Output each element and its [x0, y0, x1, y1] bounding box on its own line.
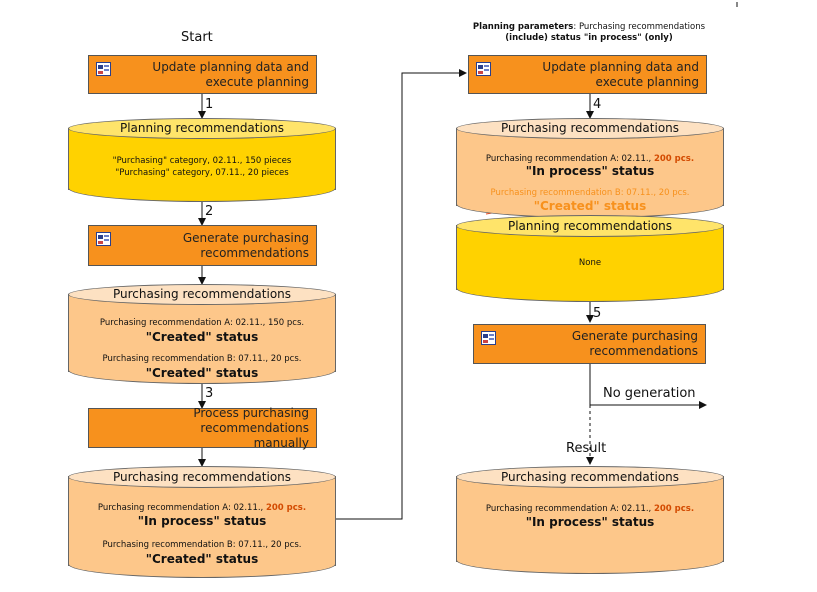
planning-recommendations-title: Planning recommendations: [456, 215, 724, 237]
status-in-process: "In process" status: [137, 514, 267, 528]
struck-rec-b: Purchasing recommendation B: 07.11., 20 …: [490, 188, 690, 198]
update-planning-box: Update planning data and execute plannin…: [88, 55, 317, 94]
step-1-label: 1: [205, 97, 214, 112]
result-label: Result: [566, 441, 607, 456]
step-4-label: 4: [593, 97, 602, 112]
status-created-a: "Created" status: [145, 330, 259, 344]
step-5-label: 5: [593, 306, 602, 321]
planning-parameters-note: Planning parameters: Purchasing recommen…: [472, 22, 706, 43]
generate-purchasing-text: Generate purchasing recommendations: [571, 329, 698, 358]
generate-purchasing-box: Generate purchasing recommendations: [88, 225, 317, 266]
purchasing-rec-a: Purchasing recommendation A: 02.11., 200…: [97, 503, 307, 513]
purchasing-recommendations-cylinder-1: Purchasing recommendations Purchasing re…: [68, 284, 336, 384]
purchasing-rec-b: Purchasing recommendation B: 07.11., 20 …: [102, 354, 302, 364]
purchasing-recommendations-cylinder-3: Purchasing recommendations Purchasing re…: [456, 118, 724, 218]
update-planning-text: Update planning data and execute plannin…: [542, 59, 699, 89]
process-icon: [476, 62, 491, 76]
purchasing-rec-a: Purchasing recommendation A: 02.11., 200…: [485, 504, 695, 514]
planning-recommendations-cylinder: Planning recommendations "Purchasing" ca…: [68, 118, 336, 202]
status-in-process: "In process" status: [525, 515, 655, 529]
planning-none: None: [578, 258, 602, 268]
update-planning-text: Update planning data and execute plannin…: [152, 59, 309, 89]
update-planning-box-2: Update planning data and execute plannin…: [468, 55, 707, 94]
status-created-b: "Created" status: [145, 366, 259, 380]
purchasing-recommendations-title: Purchasing recommendations: [456, 466, 724, 488]
purchasing-recommendations-title: Purchasing recommendations: [68, 466, 336, 488]
purchasing-recommendations-title: Purchasing recommendations: [456, 118, 724, 139]
purchasing-rec-a: Purchasing recommendation A: 02.11., 150…: [99, 318, 305, 328]
start-label: Start: [181, 30, 213, 45]
generate-purchasing-text: Generate purchasing recommendations: [182, 230, 309, 260]
planning-line-2: "Purchasing" category, 07.11., 20 pieces: [115, 168, 289, 178]
quantity-highlight: 200 pcs.: [653, 504, 695, 514]
process-manually-box: Process purchasing recommendations manua…: [88, 405, 317, 450]
planning-recommendations-title: Planning recommendations: [68, 118, 336, 139]
struck-status-b: "Created" status: [533, 199, 647, 213]
purchasing-recommendations-title: Purchasing recommendations: [68, 284, 336, 305]
step-2-label: 2: [205, 204, 214, 219]
purchasing-rec-b: Purchasing recommendation B: 07.11., 20 …: [102, 540, 302, 550]
process-manually-text: Process purchasing recommendations manua…: [193, 405, 309, 450]
step-3-label: 3: [205, 386, 214, 401]
purchasing-recommendations-cylinder-result: Purchasing recommendations Purchasing re…: [456, 466, 724, 574]
status-in-process: "In process" status: [525, 164, 655, 178]
generate-purchasing-box-2: Generate purchasing recommendations: [473, 324, 706, 364]
quantity-highlight: 200 pcs.: [653, 154, 695, 164]
quantity-highlight: 200 pcs.: [265, 503, 307, 513]
process-icon: [481, 331, 496, 345]
planning-recommendations-cylinder-2: Planning recommendations None: [456, 215, 724, 302]
process-icon: [96, 232, 111, 246]
purchasing-rec-a: Purchasing recommendation A: 02.11., 200…: [485, 154, 695, 164]
no-generation-label: No generation: [603, 386, 696, 401]
process-icon: [96, 62, 111, 76]
status-created-b: "Created" status: [145, 552, 259, 566]
purchasing-recommendations-cylinder-2: Purchasing recommendations Purchasing re…: [68, 466, 336, 578]
planning-line-1: "Purchasing" category, 02.11., 150 piece…: [112, 156, 292, 166]
